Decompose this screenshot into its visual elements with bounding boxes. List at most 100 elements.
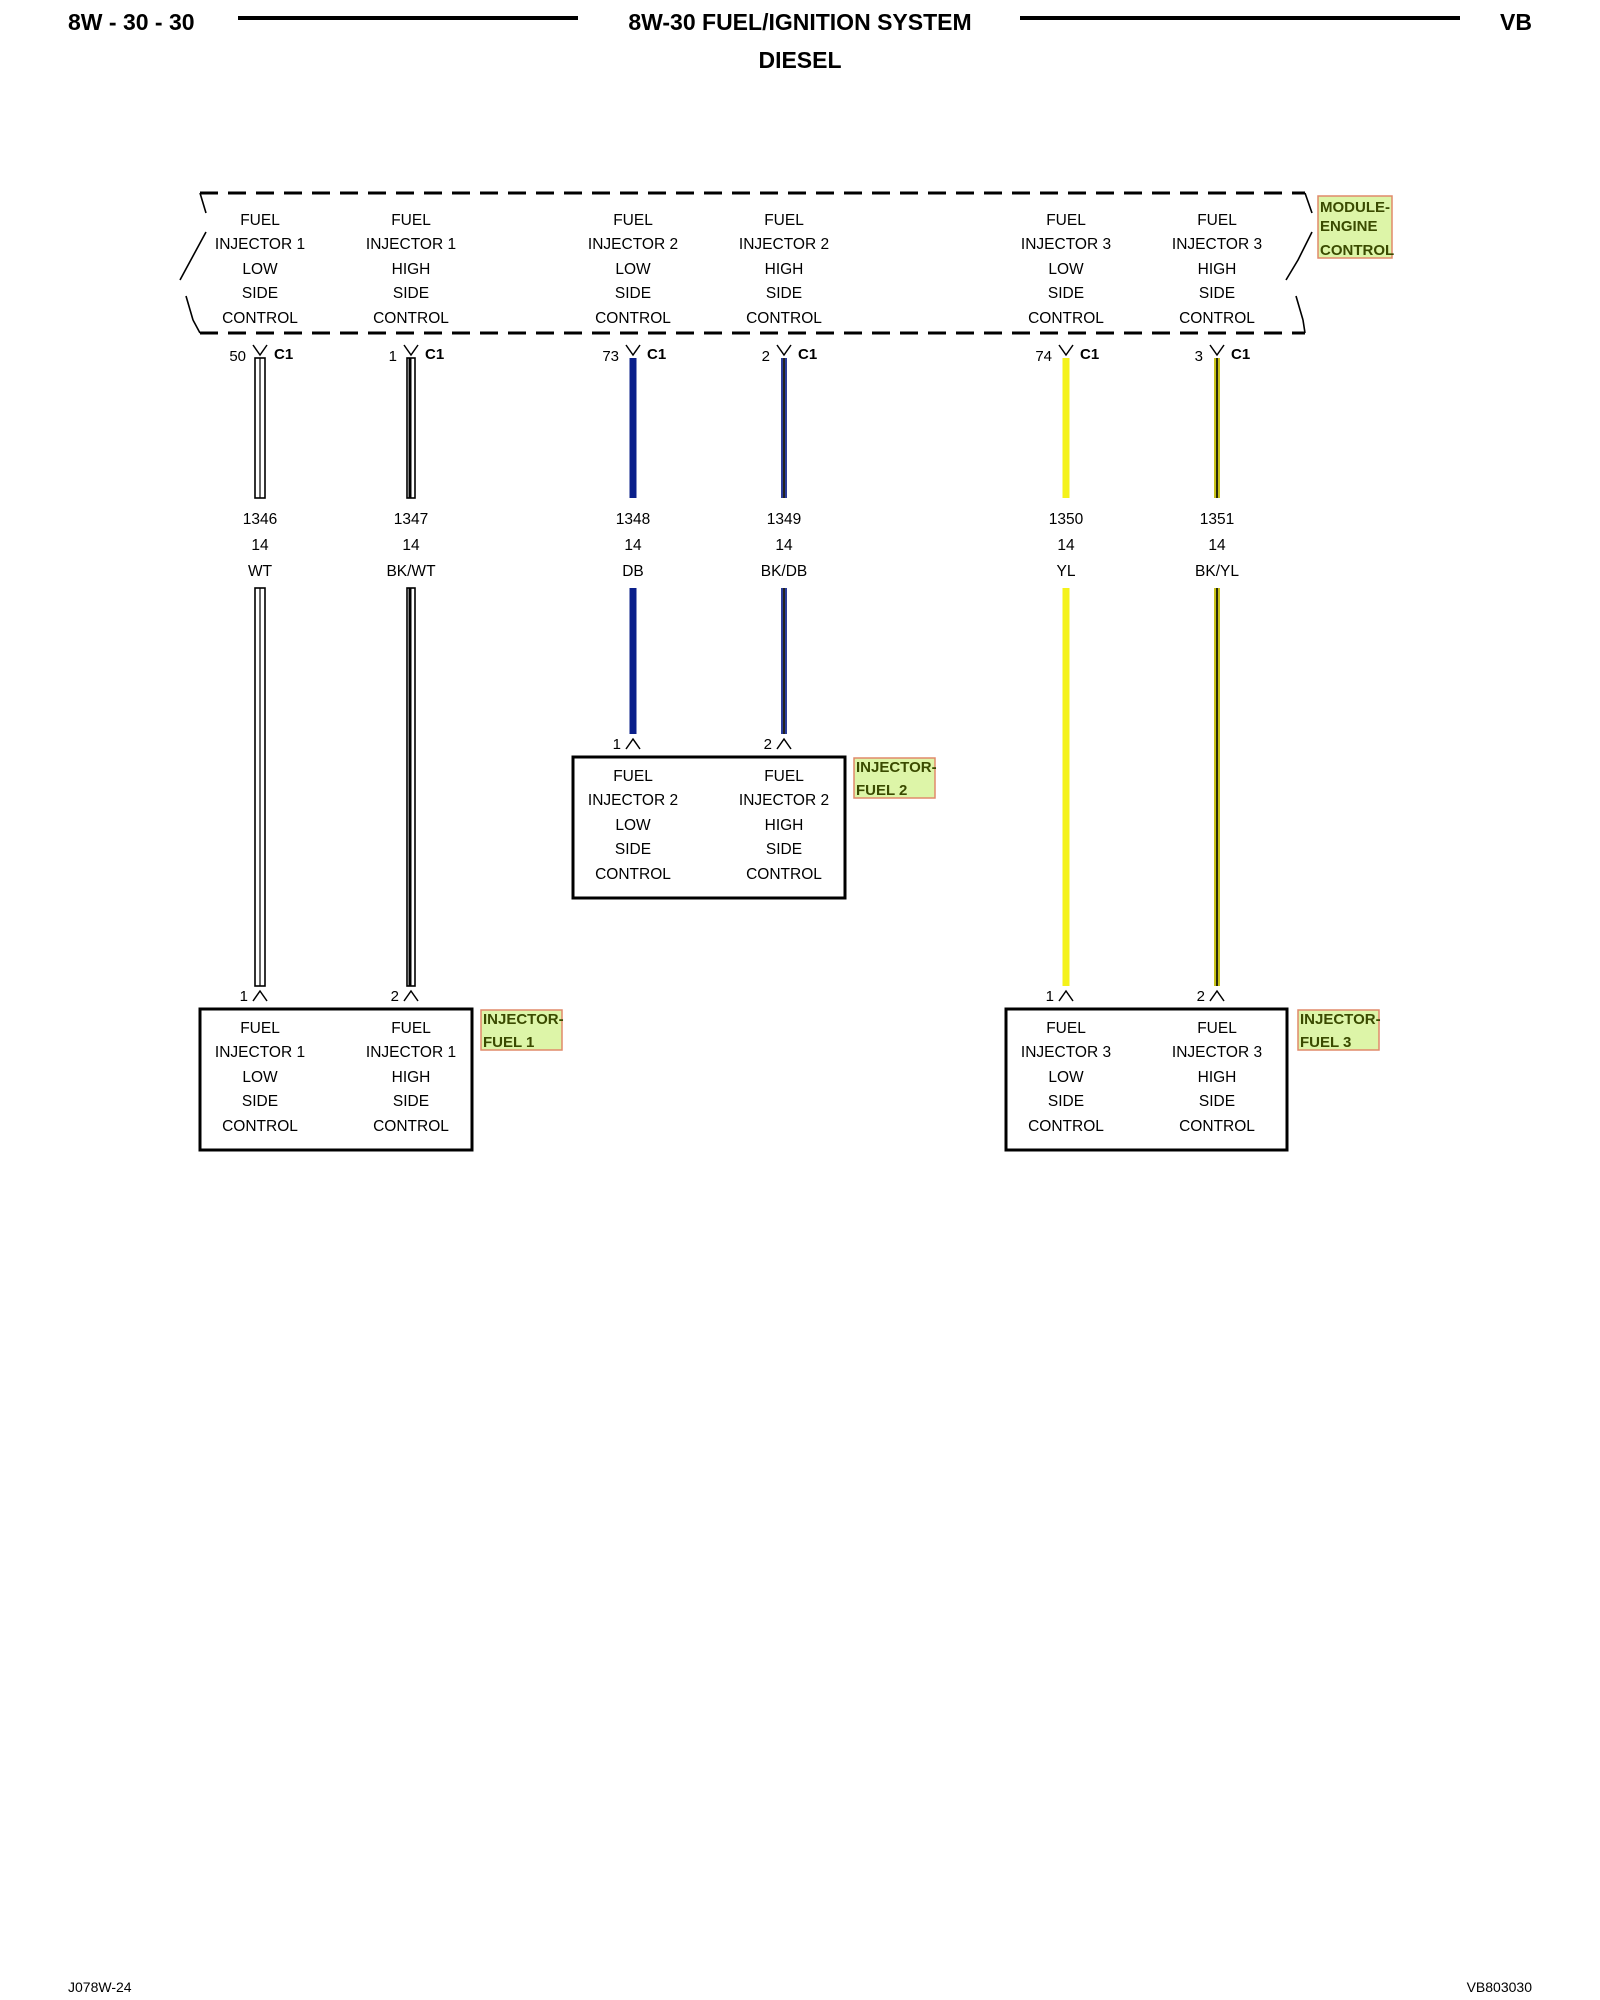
injector-3-cavity-1-line-5: CONTROL	[1028, 1118, 1104, 1135]
module-connector-id-4: C1	[798, 346, 817, 363]
injector-3-tag-box	[1297, 1009, 1380, 1051]
module-pin-number-2: 1	[389, 348, 397, 365]
module-cavity-5-line-5: CONTROL	[1028, 310, 1104, 327]
injector-1-pin-symbol-1	[252, 989, 268, 1002]
module-cavity-1-line-4: SIDE	[242, 285, 278, 302]
wire-1346-segment[interactable]	[254, 587, 266, 987]
wire-1347-color-code: BK/WT	[386, 563, 436, 580]
injector-2-pin-number-1: 1	[613, 736, 621, 753]
module-cavity-6-line-4: SIDE	[1199, 285, 1235, 302]
module-pin-number-3: 73	[602, 348, 619, 365]
wire-1350-color-code: YL	[1057, 563, 1076, 580]
module-cavity-3-line-1: FUEL	[613, 212, 653, 229]
module-cavity-4-line-3: HIGH	[765, 261, 804, 278]
injector-3-box	[1004, 1007, 1289, 1152]
injector-2-cavity-1-line-3: LOW	[615, 817, 651, 834]
wire-1350-segment[interactable]	[1062, 358, 1070, 498]
wire-1347-segment[interactable]	[406, 587, 416, 987]
wire-1351-segment[interactable]	[1214, 358, 1220, 498]
injector-3-cavity-1-line-4: SIDE	[1048, 1093, 1084, 1110]
vehicle-code: VB	[1500, 9, 1532, 35]
injector-3-cavity-2-line-4: SIDE	[1199, 1093, 1235, 1110]
injector-1-name-tag: INJECTOR-FUEL 1	[480, 1009, 564, 1051]
injector-2-box	[571, 755, 847, 900]
injector-1-cavity-1-line-3: LOW	[242, 1069, 278, 1086]
wire-1347-segment[interactable]	[406, 357, 416, 499]
wire-1348-body	[629, 588, 637, 734]
wire-1346-segment[interactable]	[254, 357, 266, 499]
module-cavity-6-line-3: HIGH	[1198, 261, 1237, 278]
module-cavity-3-line-2: INJECTOR 2	[588, 236, 678, 253]
wire-1347-gauge: 14	[402, 537, 420, 554]
injector-2-name-tag: INJECTOR- FUEL 2	[853, 757, 937, 799]
module-cavity-1-line-1: FUEL	[240, 212, 280, 229]
module-cavity-2-line-3: HIGH	[392, 261, 431, 278]
injector-3-name-line-2: FUEL 3	[1300, 1034, 1351, 1051]
injector-2-cavity-1-line-5: CONTROL	[595, 866, 671, 883]
injector-3-pin-symbol-1	[1058, 989, 1074, 1002]
wire-1351-gauge: 14	[1208, 537, 1226, 554]
wire-1348-color-code: DB	[622, 563, 644, 580]
injector-3-cavity-2-line-5: CONTROL	[1179, 1118, 1255, 1135]
injector-1-name-line-1: INJECTOR-	[483, 1011, 564, 1028]
wire-1349-circuit: 1349	[767, 511, 801, 528]
injector-2-cavity-2-line-1: FUEL	[764, 768, 804, 785]
module-pin-symbol-3	[625, 344, 641, 357]
wire-1351-segment[interactable]	[1214, 588, 1220, 986]
injector-3-name-tag: INJECTOR- FUEL 3	[1297, 1009, 1381, 1051]
injector-3-cavity-1-line-1: FUEL	[1046, 1020, 1086, 1037]
module-cavity-6-line-1: FUEL	[1197, 212, 1237, 229]
wire-1349-segment[interactable]	[781, 358, 787, 498]
injector-3-name-line-1: INJECTOR-	[1300, 1011, 1381, 1028]
injector-1-cavity-1-line-5: CONTROL	[222, 1118, 298, 1135]
wire-1348-segment[interactable]	[629, 358, 637, 498]
wire-1348-segment[interactable]	[629, 588, 637, 734]
footer-right-code: VB803030	[1467, 1979, 1533, 1995]
injector-2-cavity-1-line-4: SIDE	[615, 841, 651, 858]
module-cavity-2-line-5: CONTROL	[373, 310, 449, 327]
injector-1-pin-number-1: 1	[240, 988, 248, 1005]
injector-1-tag-box	[480, 1009, 563, 1051]
injector-1-cavity-1-line-1: FUEL	[240, 1020, 280, 1037]
module-break-right	[1285, 192, 1313, 334]
module-pin-number-1: 50	[229, 348, 246, 365]
injector-2-tag-box	[853, 757, 936, 799]
injector-2-name-line-2: FUEL 2	[856, 782, 907, 799]
page-footer: J078W-24 VB803030	[68, 1979, 1532, 1995]
wire-1346-color-code: WT	[248, 563, 273, 580]
injector-1-cavity-2-line-3: HIGH	[392, 1069, 431, 1086]
module-cavity-4-line-1: FUEL	[764, 212, 804, 229]
injector-2-pin-symbol-2	[776, 737, 792, 750]
wire-1351-color-code: BK/YL	[1195, 563, 1239, 580]
module-cavity-5-line-2: INJECTOR 3	[1021, 236, 1111, 253]
injector-3-cavity-2-line-3: HIGH	[1198, 1069, 1237, 1086]
injector-2-pin-number-2: 2	[764, 736, 772, 753]
module-connector-id-1: C1	[274, 346, 293, 363]
module-name-line-3: CONTROL	[1320, 242, 1394, 259]
wire-1348-circuit: 1348	[616, 511, 650, 528]
injector-3-pin-symbol-2	[1209, 989, 1225, 1002]
injector-3-cavity-1-line-2: INJECTOR 3	[1021, 1044, 1111, 1061]
module-cavity-4-line-4: SIDE	[766, 285, 802, 302]
module-pin-symbol-5	[1058, 344, 1074, 357]
wire-1350-segment[interactable]	[1062, 588, 1070, 986]
wire-1350-body	[1062, 588, 1070, 986]
wire-1349-segment[interactable]	[781, 588, 787, 734]
wire-1348-body	[629, 358, 637, 498]
wire-1348-gauge: 14	[624, 537, 642, 554]
module-connector-id-5: C1	[1080, 346, 1099, 363]
injector-1-cavity-2-line-5: CONTROL	[373, 1118, 449, 1135]
injector-1-cavity-2-line-1: FUEL	[391, 1020, 431, 1037]
injector-2-name-line-1: INJECTOR-	[856, 759, 937, 776]
injector-2-cavity-2-line-4: SIDE	[766, 841, 802, 858]
footer-left-code: J078W-24	[68, 1979, 132, 1995]
module-cavity-1-line-3: LOW	[242, 261, 278, 278]
